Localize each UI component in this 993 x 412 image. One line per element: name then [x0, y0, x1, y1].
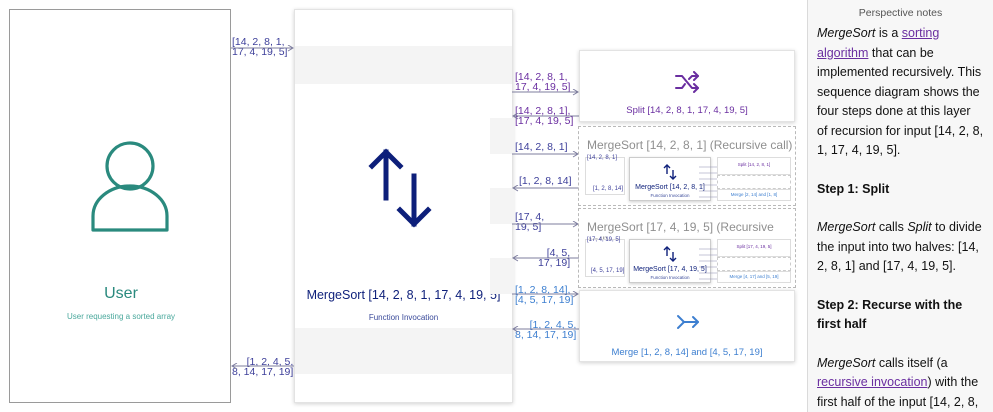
mini-split-card[interactable]: Split [17, 4, 19, 5] — [717, 239, 791, 257]
arrow-rec1-call — [512, 151, 579, 158]
mini-merge-card[interactable]: Merge [4, 17] and [5, 19] — [717, 271, 791, 283]
notes-paragraph-2: MergeSort calls Split to divide the inpu… — [817, 220, 982, 273]
recursive-call-1-title: MergeSort [14, 2, 8, 1] (Recursive call) — [587, 138, 793, 152]
notes-paragraph-3: MergeSort calls itself (a recursive invo… — [817, 355, 979, 409]
mini-split-label: Split [14, 2, 8, 1] — [737, 162, 771, 167]
user-title: User — [104, 285, 138, 302]
swap-arrows-icon — [663, 164, 677, 180]
swap-arrows-icon — [663, 246, 677, 262]
arrow-rec2-return — [512, 255, 579, 262]
notes-term: MergeSort — [817, 26, 876, 40]
mini-nested-frames — [717, 175, 791, 189]
mini-split-card[interactable]: Split [14, 2, 8, 1] — [717, 157, 791, 175]
mini-merge-card[interactable]: Merge [2, 14] and [1, 8] — [717, 189, 791, 201]
message-rec1-return: [1, 2, 8, 14] — [519, 175, 572, 187]
perspective-notes-panel[interactable]: Perspective notes MergeSort is a sorting… — [807, 0, 993, 412]
mini-invocation-card[interactable]: MergeSort [14, 2, 8, 1] Function Invocat… — [629, 157, 711, 201]
activation-block — [490, 188, 514, 224]
arrow-merge-call — [512, 291, 579, 298]
message-merge-call: [1, 2, 8, 14], [4, 5, 17, 19] — [515, 284, 574, 306]
mini-merge-label: Merge [2, 14] and [1, 8] — [730, 192, 778, 197]
sorting-algorithm-link[interactable]: sorting algorithm — [817, 26, 940, 60]
activation-block — [490, 258, 514, 294]
mini-return-label: [4, 5, 17, 19] — [591, 268, 625, 274]
user-card[interactable]: User User requesting a sorted array — [9, 9, 231, 403]
lifeline-band — [295, 46, 512, 84]
mini-title: MergeSort [17, 4, 19, 5] — [633, 266, 707, 273]
arrow-call-in — [231, 45, 294, 52]
merge-label: Merge [1, 2, 8, 14] and [4, 5, 17, 19] — [611, 347, 763, 358]
person-icon — [91, 141, 169, 232]
arrow-merge-return — [512, 326, 579, 333]
mini-subtitle: Function Invocation — [650, 193, 690, 198]
mini-message-lines — [699, 248, 717, 280]
arrow-return-out — [231, 363, 294, 370]
main-invocation-card[interactable]: MergeSort [14, 2, 8, 1, 17, 4, 19, 5] Fu… — [294, 9, 513, 403]
split-card[interactable]: Split [14, 2, 8, 1, 17, 4, 19, 5] — [579, 50, 795, 122]
message-split-return: [14, 2, 8, 1], [17, 4, 19, 5] — [515, 105, 574, 127]
message-call-in: [14, 2, 8, 1, 17, 4, 19, 5] — [232, 36, 288, 58]
notes-paragraph-1: MergeSort is a sorting algorithm that ca… — [817, 26, 984, 157]
user-subtitle: User requesting a sorted array — [66, 312, 176, 321]
message-rec1-call: [14, 2, 8, 1] — [515, 141, 568, 153]
arrow-rec2-call — [512, 221, 579, 228]
activation-block — [490, 118, 514, 154]
step-1-heading: Step 1: Split — [817, 181, 890, 196]
recursive-call-1-frame[interactable]: MergeSort [14, 2, 8, 1] (Recursive call)… — [578, 126, 796, 206]
step-2-heading: Step 2: Recurse with the first half — [817, 297, 963, 332]
mini-user-block — [585, 239, 625, 277]
arrow-split-return — [512, 113, 579, 120]
mini-call-label: [14, 2, 8, 1] — [587, 155, 618, 161]
split-arrows-icon — [675, 71, 699, 93]
arrow-rec1-return — [512, 185, 579, 192]
mini-message-lines — [699, 166, 717, 198]
arrow-split-call — [512, 89, 579, 96]
mini-title: MergeSort [14, 2, 8, 1] — [635, 184, 705, 191]
mini-split-label: Split [17, 4, 19, 5] — [736, 244, 772, 249]
mini-return-label: [1, 2, 8, 14] — [593, 186, 624, 192]
mini-merge-label: Merge [4, 17] and [5, 19] — [729, 274, 779, 279]
message-rec2-return: [4, 5, 17, 19] — [538, 247, 571, 269]
split-label: Split [14, 2, 8, 1, 17, 4, 19, 5] — [626, 105, 748, 116]
mini-invocation-card[interactable]: MergeSort [17, 4, 19, 5] Function Invoca… — [629, 239, 711, 283]
main-subtitle: Function Invocation — [368, 313, 439, 322]
mini-subtitle: Function Invocation — [650, 275, 690, 280]
message-merge-return: [1, 2, 4, 5, 8, 14, 17, 19] — [515, 319, 577, 341]
mini-nested-frames — [717, 257, 791, 271]
mini-call-label: [17, 4, 19, 5] — [587, 237, 621, 243]
recursive-invocation-link[interactable]: recursive invocation — [817, 375, 928, 389]
message-rec2-call: [17, 4, 19, 5] — [515, 211, 545, 233]
merge-arrows-icon — [677, 315, 699, 329]
lifeline-band — [295, 328, 512, 374]
mini-user-block — [585, 157, 625, 195]
notes-header: Perspective notes — [858, 7, 943, 19]
recursive-call-2-frame[interactable]: MergeSort [17, 4, 19, 5] (Recursive call… — [578, 208, 796, 288]
message-return-out: [1, 2, 4, 5, 8, 14, 17, 19] — [232, 356, 294, 378]
swap-arrows-icon — [368, 148, 432, 228]
message-split-call: [14, 2, 8, 1, 17, 4, 19, 5] — [515, 71, 571, 93]
main-title: MergeSort [14, 2, 8, 1, 17, 4, 19, 5] — [306, 288, 501, 302]
merge-card[interactable]: Merge [1, 2, 8, 14] and [4, 5, 17, 19] — [579, 290, 795, 362]
